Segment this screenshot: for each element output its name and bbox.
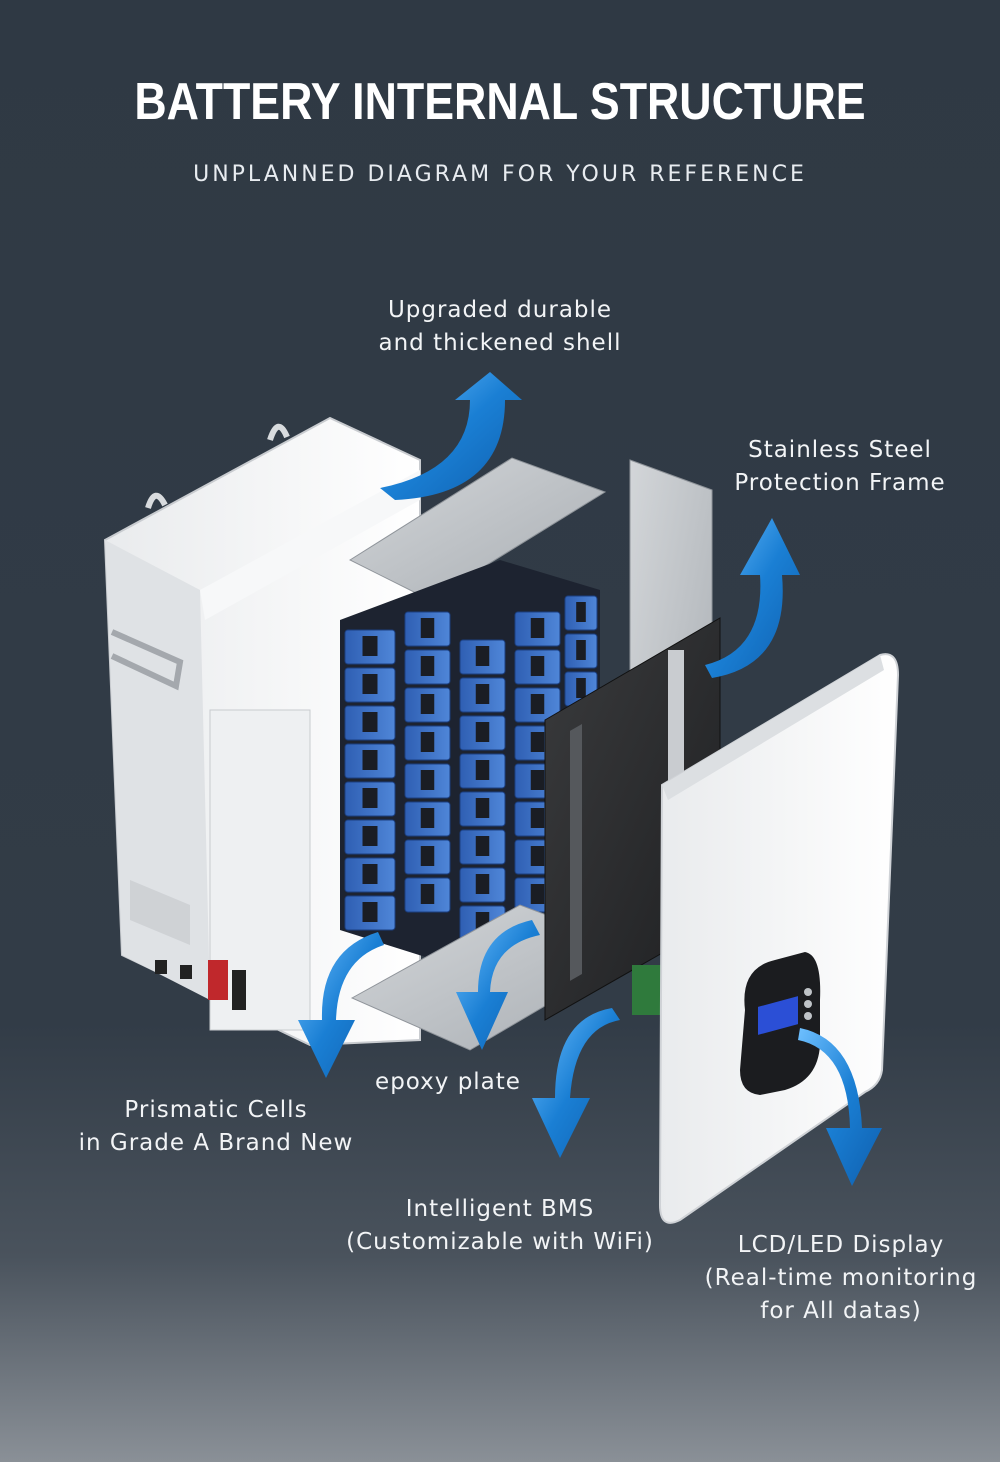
cell-terminal (576, 678, 586, 698)
cell-terminal (475, 722, 490, 742)
lifting-ring-icon (145, 423, 290, 509)
lcd-screen-icon (740, 952, 821, 1095)
label-bms-line1: Intelligent BMS (405, 1196, 595, 1222)
cell-terminal (420, 884, 435, 904)
page-title: BATTERY INTERNAL STRUCTURE (134, 73, 866, 131)
cell-terminal (530, 884, 545, 904)
label-bms: Intelligent BMS (Customizable with WiFi) (340, 1193, 660, 1259)
label-lcd-line2: (Real-time monitoring (704, 1265, 978, 1291)
terminal-connectors (155, 960, 246, 1010)
outer-shell (103, 416, 421, 1047)
front-cover (658, 653, 900, 1224)
cell-terminal (420, 618, 435, 638)
cell-terminal (362, 864, 378, 884)
cell-terminal (530, 618, 545, 638)
cell-terminal (576, 602, 586, 622)
cell-terminal (530, 770, 545, 790)
label-epoxy: epoxy plate (358, 1066, 538, 1099)
handle-icon (110, 629, 184, 691)
cell-terminal (530, 732, 545, 752)
cell-terminal (475, 760, 490, 780)
cell-terminal (475, 874, 490, 894)
cell-terminal (475, 798, 490, 818)
cell-terminal (420, 846, 435, 866)
cell-terminal (362, 750, 378, 770)
cell-terminal (420, 694, 435, 714)
label-shell-line1: Upgraded durable (387, 297, 613, 323)
top-steel-plate (348, 457, 607, 601)
cell-terminal (475, 836, 490, 856)
cell-terminal (576, 640, 586, 660)
cell-terminal (475, 646, 490, 666)
label-cells-line2: in Grade A Brand New (78, 1130, 354, 1156)
label-frame-line1: Stainless Steel (748, 437, 932, 463)
cell-terminal (362, 826, 378, 846)
cell-terminal (530, 846, 545, 866)
label-bms-line2: (Customizable with WiFi) (346, 1229, 654, 1255)
curved-arrow-icon (298, 372, 882, 1186)
label-lcd-line3: for All datas) (760, 1298, 922, 1324)
cell-terminal (362, 674, 378, 694)
label-shell: Upgraded durable and thickened shell (370, 294, 630, 360)
label-cells-line1: Prismatic Cells (124, 1097, 308, 1123)
cell-terminal (420, 808, 435, 828)
cell-terminal (420, 732, 435, 752)
label-shell-line2: and thickened shell (378, 330, 622, 356)
cell-terminal (362, 712, 378, 732)
label-cells: Prismatic Cells in Grade A Brand New (66, 1094, 366, 1160)
label-frame: Stainless Steel Protection Frame (720, 434, 960, 500)
cell-terminal (475, 684, 490, 704)
page-subtitle: UNPLANNED DIAGRAM FOR YOUR REFERENCE (193, 162, 807, 187)
cell-terminal (362, 636, 378, 656)
label-lcd: LCD/LED Display (Real-time monitoring fo… (700, 1229, 982, 1328)
cell-terminal (530, 656, 545, 676)
cell-terminal (530, 694, 545, 714)
label-frame-line2: Protection Frame (734, 470, 946, 496)
cell-terminal (420, 770, 435, 790)
cell-terminal (362, 788, 378, 808)
cell-terminal (530, 808, 545, 828)
label-epoxy-line1: epoxy plate (375, 1069, 521, 1095)
label-lcd-line1: LCD/LED Display (737, 1232, 945, 1258)
cell-terminal (420, 656, 435, 676)
cell-terminal (362, 902, 378, 922)
